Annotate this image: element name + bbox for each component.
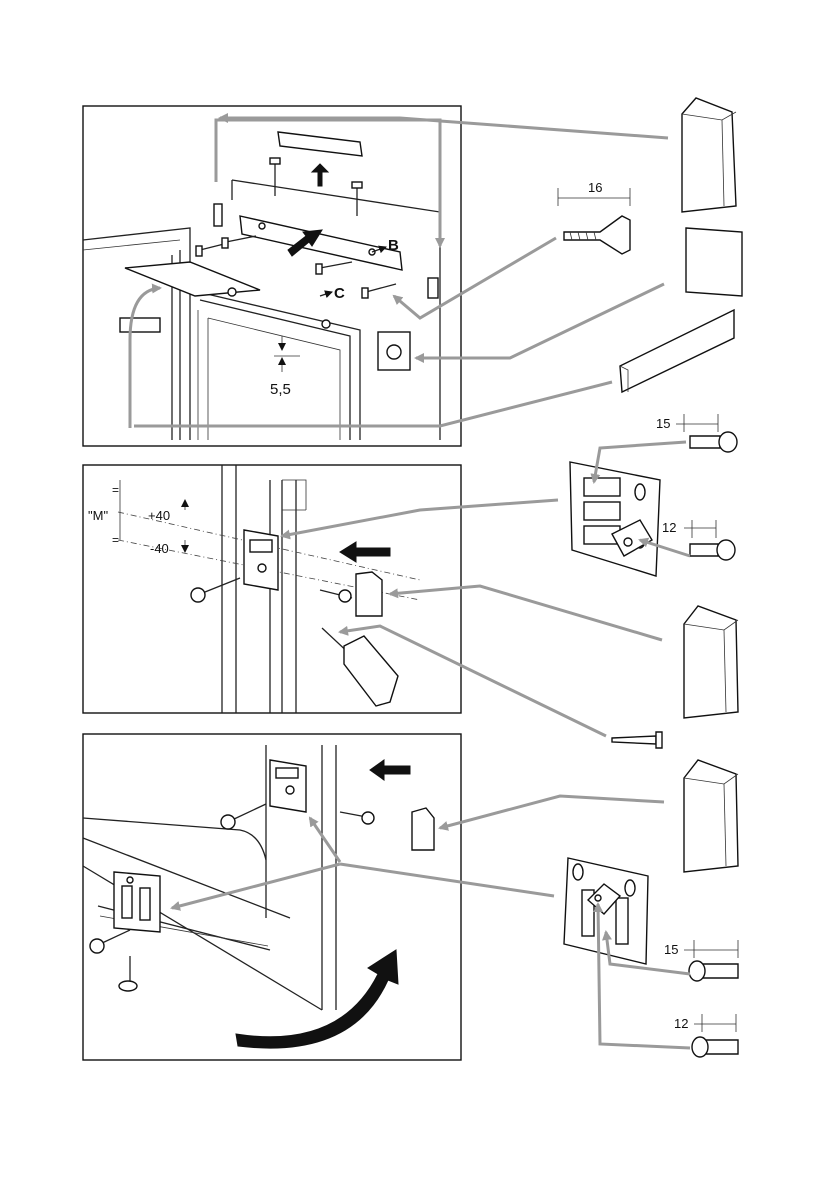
label-m: "M": [88, 508, 108, 523]
screw-12-a: 12: [662, 520, 735, 560]
cover-cap-3: [412, 808, 434, 850]
label-b: B: [388, 237, 399, 254]
equals-bottom: =: [112, 533, 119, 547]
lower-bracket: [114, 872, 160, 932]
svg-text:16: 16: [588, 180, 602, 195]
panel-3-final-mount: [83, 734, 461, 1060]
bracket-part-2: [570, 462, 660, 576]
label-plus40: +40: [148, 508, 170, 523]
bracket-part-3: [564, 858, 648, 964]
cover-cap: [356, 572, 382, 616]
label-c: C: [334, 285, 345, 302]
svg-text:12: 12: [674, 1016, 688, 1031]
svg-text:12: 12: [662, 520, 676, 535]
screw-15-a: 15: [656, 414, 737, 452]
screw-12-b: 12: [674, 1014, 738, 1057]
end-cap-1: [682, 98, 736, 212]
nail-part: [612, 732, 662, 748]
screw-16: 16: [558, 180, 630, 254]
long-strip-part: [620, 310, 734, 392]
panel-2-bracket-align: "M" = = +40 -40: [83, 465, 461, 713]
svg-text:15: 15: [664, 942, 678, 957]
clip-left: [214, 204, 222, 226]
svg-text:15: 15: [656, 416, 670, 431]
equals-top: =: [112, 483, 119, 497]
strip-left: [120, 318, 160, 332]
square-pad-part: [686, 228, 742, 296]
end-cap-3: [684, 760, 738, 872]
end-cap-2: [684, 606, 738, 718]
clip-right: [428, 278, 438, 298]
wall-bracket: [244, 530, 278, 590]
screw-15-b: 15: [664, 940, 738, 981]
panel-1-hinge-door: B C 5,5: [83, 106, 461, 446]
square-pad: [378, 332, 410, 370]
right-parts: 16 15: [558, 98, 742, 1057]
upper-bracket: [270, 760, 306, 812]
label-minus40: -40: [150, 541, 169, 556]
svg-text:5,5: 5,5: [270, 381, 291, 398]
